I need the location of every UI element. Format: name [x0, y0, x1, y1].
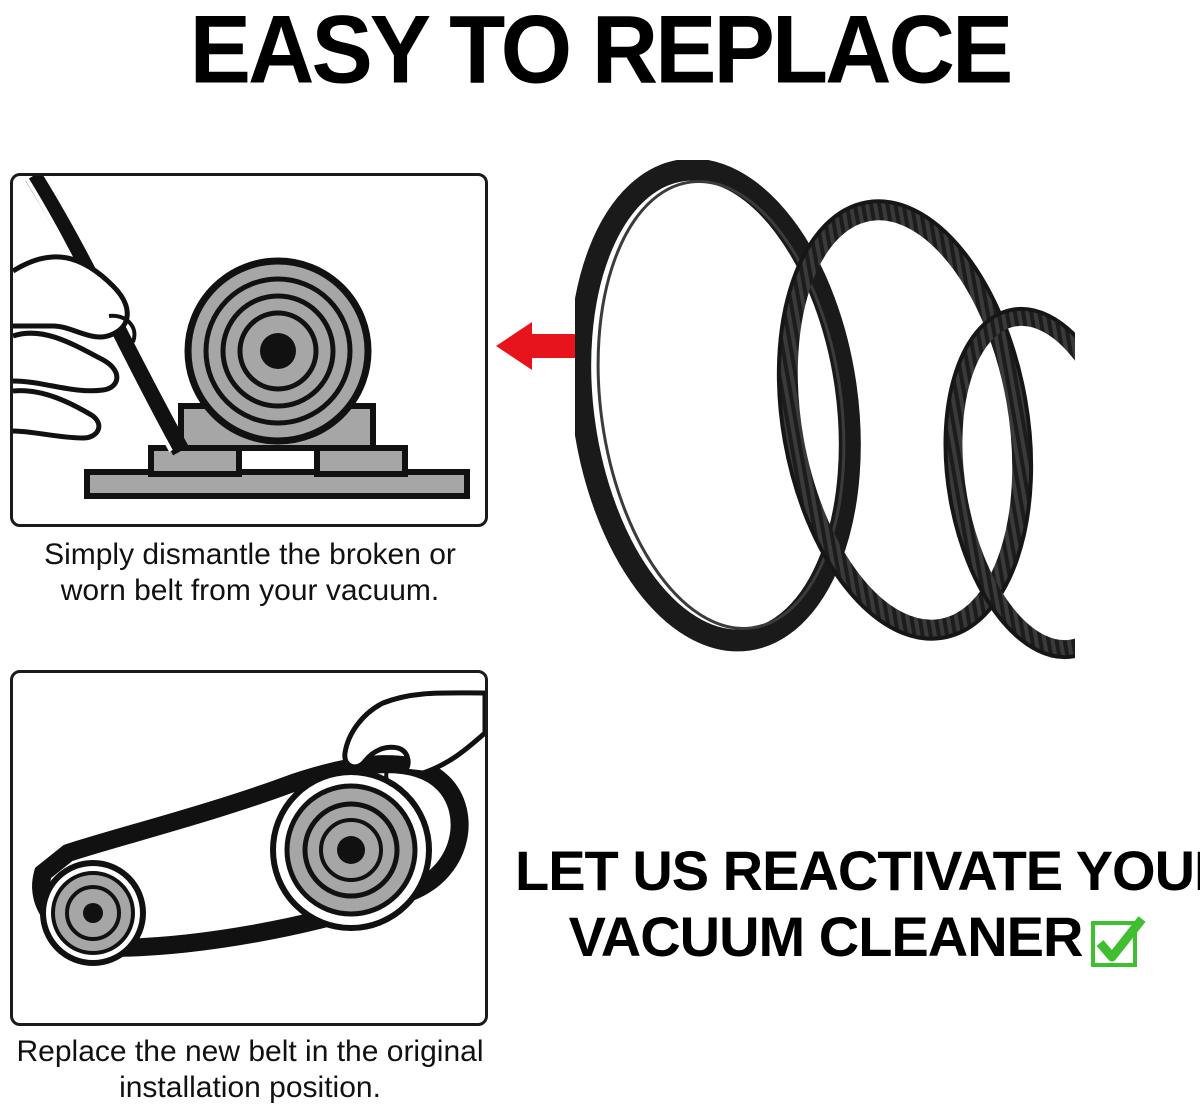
- page-title: EASY TO REPLACE: [189, 0, 1014, 104]
- small-toothed-belt: [944, 307, 1075, 659]
- slogan: LET US REACTIVATE YOUR VACUUM CLEANER: [515, 838, 1200, 970]
- step-1-caption-line-1: Simply dismantle the broken or: [44, 538, 456, 571]
- step-1-caption: Simply dismantle the broken or worn belt…: [0, 537, 500, 609]
- step-2-illustration: [10, 670, 488, 1026]
- slogan-line-2-wrap: VACUUM CLEANER: [515, 904, 1200, 970]
- red-left-arrow-icon: [496, 322, 576, 370]
- step-2-caption-line-2: installation position.: [119, 1071, 381, 1104]
- step-2-caption: Replace the new belt in the original ins…: [0, 1034, 500, 1106]
- medium-toothed-belt: [777, 200, 1033, 640]
- large-flat-belt: [575, 160, 861, 652]
- vacuum-belts: [575, 160, 1075, 660]
- slogan-line-1: LET US REACTIVATE YOUR: [515, 839, 1200, 902]
- step-2-caption-line-1: Replace the new belt in the original: [16, 1035, 484, 1068]
- step-1-illustration: [10, 173, 488, 527]
- pulley-removal-drawing: [13, 176, 470, 499]
- belt-installation-drawing: [32, 690, 485, 966]
- green-checkbox-icon: [1091, 916, 1146, 968]
- step-1-caption-line-2: worn belt from your vacuum.: [60, 574, 440, 607]
- slogan-line-2: VACUUM CLEANER: [568, 905, 1084, 968]
